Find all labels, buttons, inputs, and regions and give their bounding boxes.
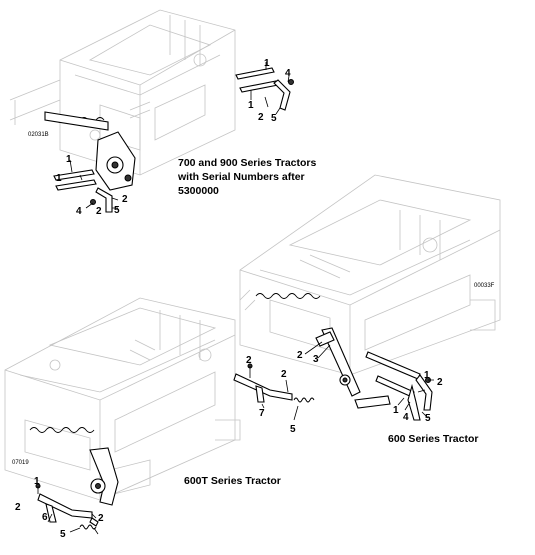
callout: 2 (15, 502, 21, 513)
bottom-figure-code: 07019 (12, 460, 29, 466)
right-caption: 600 Series Tractor (388, 433, 478, 445)
callout: 1 (393, 405, 399, 416)
bottom-tractor-frame (4, 297, 241, 501)
callout: 1 (56, 173, 62, 184)
callout: 1 (66, 154, 72, 165)
callout: 2 (98, 513, 104, 524)
callout: 4 (76, 206, 82, 217)
callout: 2 (246, 355, 252, 366)
right-hinge-parts (304, 341, 434, 421)
callout: 2 (122, 194, 128, 205)
callout: 1 (34, 476, 40, 487)
bottom-caption: 600T Series Tractor (184, 475, 281, 487)
top-caption-line2: with Serial Numbers after (177, 171, 305, 183)
callout: 5 (60, 529, 66, 540)
right-tractor-frame (239, 174, 501, 376)
right-spring-assembly (255, 293, 391, 409)
top-spring-assembly (44, 111, 136, 191)
callout: 5 (425, 413, 431, 424)
top-caption-line1: 700 and 900 Series Tractors (178, 157, 316, 169)
callout: 6 (42, 512, 48, 523)
callout: 2 (297, 350, 303, 361)
top-tractor-frame (9, 9, 236, 176)
callout: 2 (258, 112, 264, 123)
callout: 1 (248, 100, 254, 111)
top-right-hinge-parts (235, 62, 294, 115)
callout: 5 (114, 205, 120, 216)
top-caption-line3: 5300000 (178, 185, 219, 197)
top-left-hinge-parts (53, 159, 119, 213)
callout: 7 (259, 408, 265, 419)
bottom-left-parts (35, 483, 99, 535)
callout: 4 (285, 68, 291, 79)
top-figure-code: 02031B (28, 132, 49, 138)
callout: 1 (264, 58, 270, 69)
callout: 1 (424, 370, 430, 381)
callout: 4 (403, 412, 409, 423)
callout: 5 (290, 424, 296, 435)
right-figure-code: 00033F (474, 283, 495, 289)
bottom-middle-parts (233, 363, 315, 421)
callout: 5 (271, 113, 277, 124)
callout: 2 (281, 369, 287, 380)
callout: 2 (437, 377, 443, 388)
callout: 2 (96, 206, 102, 217)
callout: 3 (313, 354, 319, 365)
bottom-spring-assembly (29, 427, 119, 506)
